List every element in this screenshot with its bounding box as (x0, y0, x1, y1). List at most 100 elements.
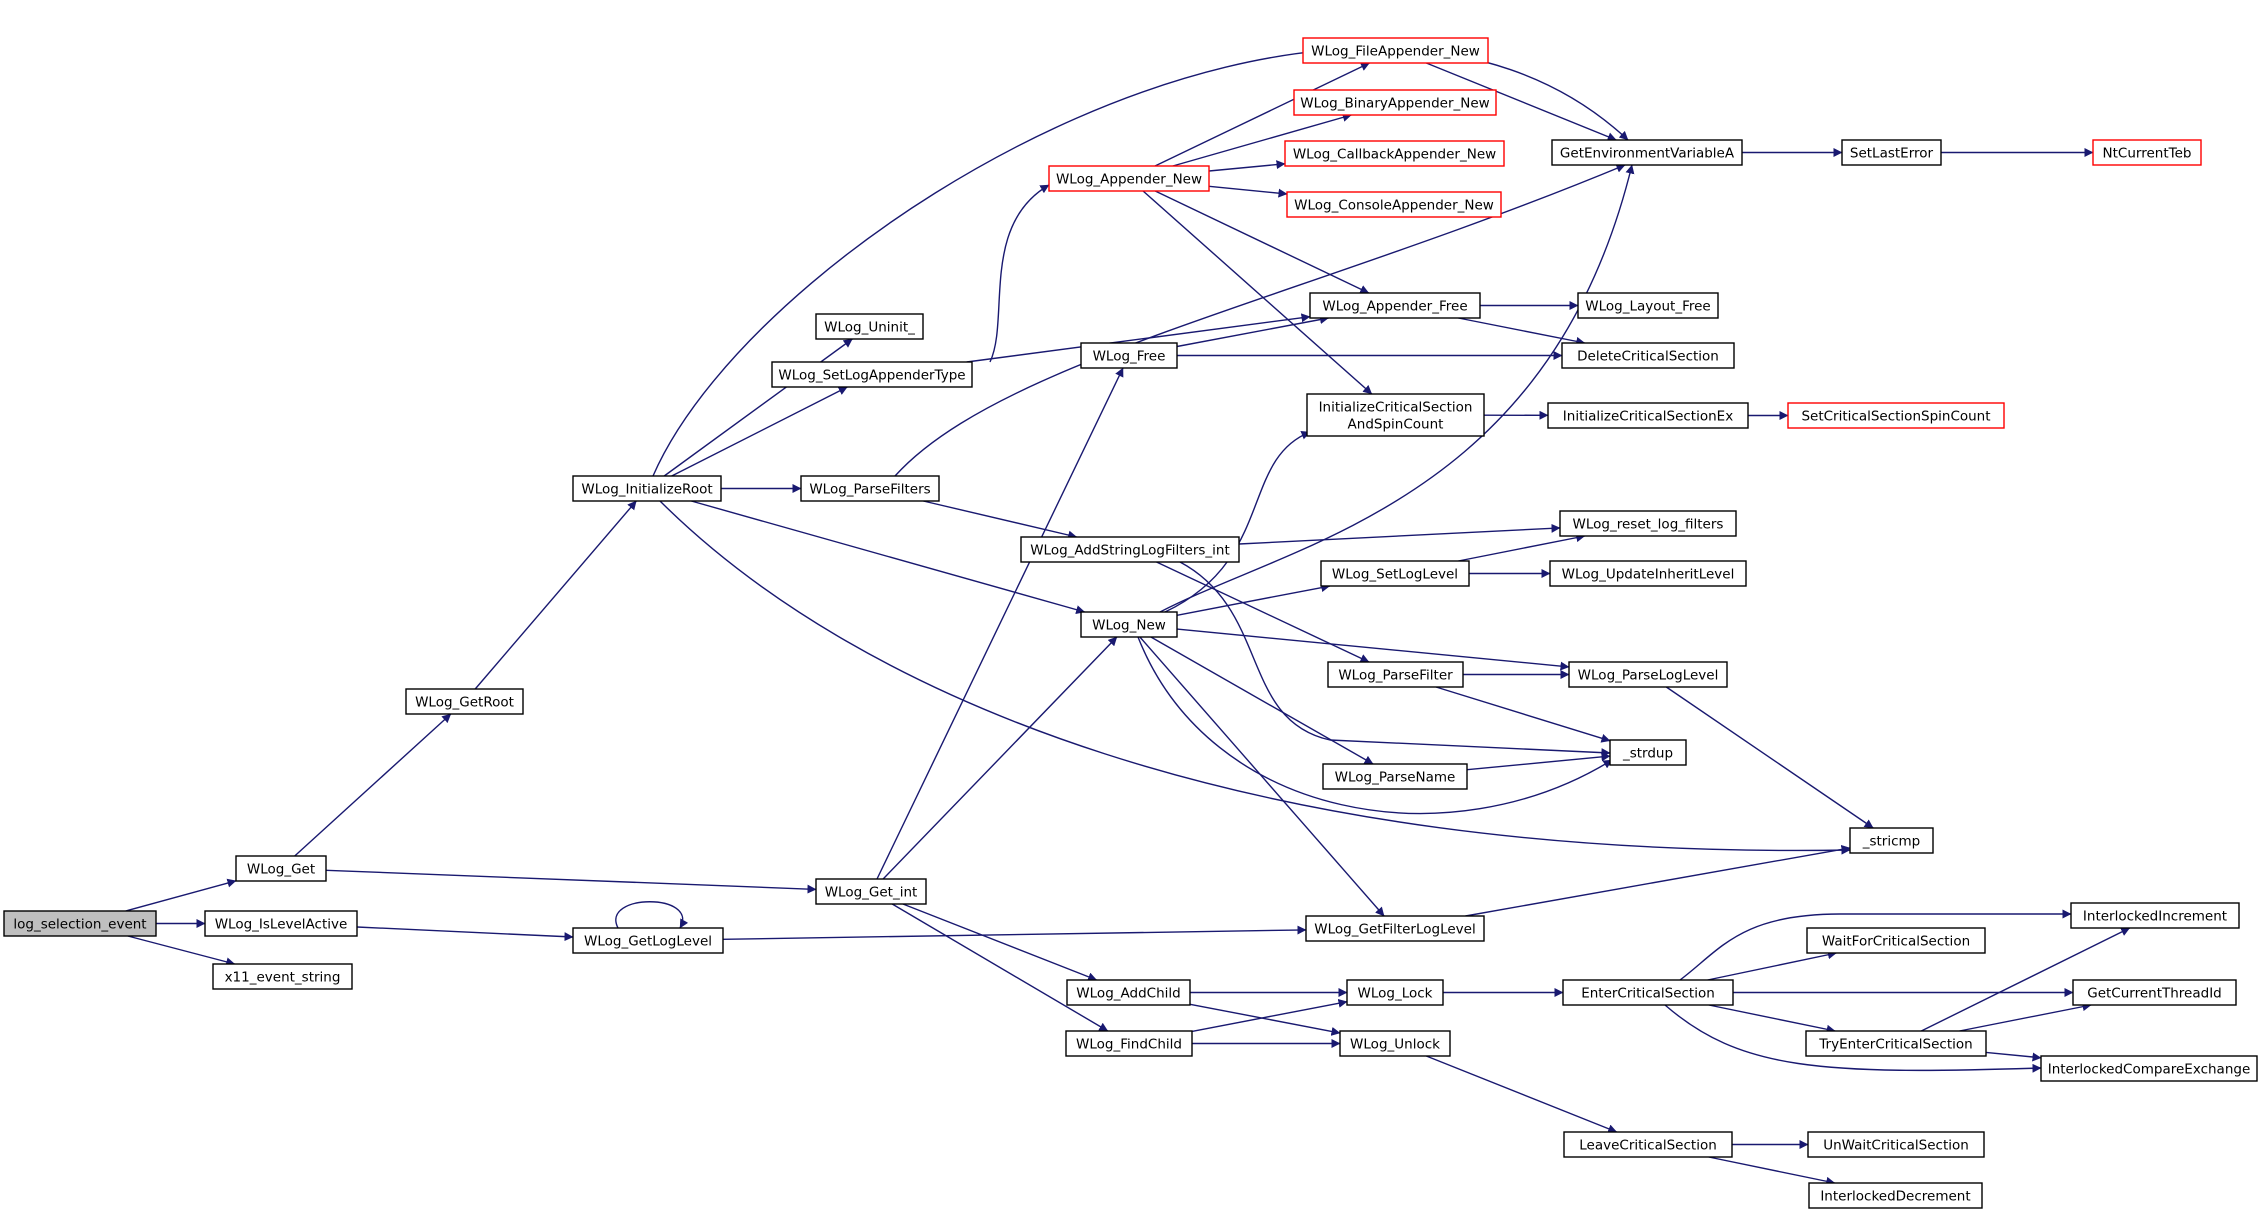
node-WLog_Appender_Free[interactable]: WLog_Appender_Free (1309, 292, 1481, 319)
node-box (1806, 927, 1986, 954)
node-TryEnterCriticalSection[interactable]: TryEnterCriticalSection (1805, 1030, 1987, 1057)
edge-WLog_Appender_New-to-WLog_Appender_Free (1154, 190, 1370, 294)
node-label: WaitForCriticalSection (1822, 934, 1970, 950)
node-WLog_GetLogLevel[interactable]: WLog_GetLogLevel (572, 927, 724, 954)
node-WLog_GetFilterLogLevel[interactable]: WLog_GetFilterLogLevel (1305, 915, 1485, 942)
node-box (1302, 37, 1489, 64)
node-label: UnWaitCriticalSection (1823, 1138, 1969, 1154)
node-label: LeaveCriticalSection (1579, 1138, 1717, 1154)
node-InterlockedCompareExchange[interactable]: InterlockedCompareExchange (2040, 1055, 2258, 1082)
node-InitializeCriticalSectionEx[interactable]: InitializeCriticalSectionEx (1547, 402, 1749, 429)
node-InterlockedIncrement[interactable]: InterlockedIncrement (2070, 902, 2240, 929)
edge-WLog_Get_int-to-WLog_New (882, 636, 1118, 880)
node-box (2092, 139, 2202, 166)
node-label: WLog_InitializeRoot (581, 482, 712, 498)
edge-log_selection_event-to-WLog_Get (125, 878, 237, 912)
node-box (1805, 1030, 1987, 1057)
node-label: WLog_New (1092, 618, 1166, 634)
node-box (2070, 902, 2240, 929)
node-WLog_ParseFilters[interactable]: WLog_ParseFilters (800, 475, 940, 502)
node-box (1841, 139, 1942, 166)
node-GetCurrentThreadId[interactable]: GetCurrentThreadId (2072, 979, 2237, 1006)
node-label: WLog_AddStringLogFilters_int (1030, 543, 1230, 559)
node-WLog_Get_int[interactable]: WLog_Get_int (815, 878, 927, 905)
node-WLog_GetRoot[interactable]: WLog_GetRoot (405, 688, 524, 715)
node-WaitForCriticalSection[interactable]: WaitForCriticalSection (1806, 927, 1986, 954)
edge-WLog_Unlock-to-LeaveCriticalSection (1426, 1055, 1618, 1134)
node-DeleteCriticalSection[interactable]: DeleteCriticalSection (1561, 342, 1735, 369)
node-label: NtCurrentTeb (2103, 146, 2192, 162)
node-WLog_SetLogAppenderType[interactable]: WLog_SetLogAppenderType (771, 361, 973, 388)
node-WLog_ParseFilter[interactable]: WLog_ParseFilter (1327, 661, 1464, 688)
edge-WLog_Appender_New-to-WLog_FileAppender_New (1154, 62, 1370, 167)
node-WLog_InitializeRoot[interactable]: WLog_InitializeRoot (572, 475, 722, 502)
node-WLog_BinaryAppender_New[interactable]: WLog_BinaryAppender_New (1293, 89, 1497, 116)
edge-WLog_InitializeRoot-to-WLog_SetLogAppenderType (671, 386, 848, 477)
edge-LeaveCriticalSection-to-InterlockedDecrement (1708, 1156, 1836, 1186)
node-GetEnvironmentVariableA[interactable]: GetEnvironmentVariableA (1551, 139, 1743, 166)
node-WLog_FileAppender_New[interactable]: WLog_FileAppender_New (1302, 37, 1489, 64)
node-SetLastError[interactable]: SetLastError (1841, 139, 1942, 166)
node-label: InitializeCriticalSectionEx (1563, 409, 1733, 425)
edge-EnterCriticalSection-to-InterlockedCompareExchange (1664, 1004, 2042, 1073)
node-label: WLog_ParseLogLevel (1578, 668, 1719, 684)
edge-EnterCriticalSection-to-WaitForCriticalSection (1707, 950, 1837, 981)
call-edges (125, 47, 2131, 1186)
node-WLog_Get[interactable]: WLog_Get (235, 855, 327, 882)
node-WLog_FindChild[interactable]: WLog_FindChild (1065, 1030, 1193, 1057)
node-WLog_CallbackAppender_New[interactable]: WLog_CallbackAppender_New (1284, 140, 1505, 167)
node-box (2040, 1055, 2258, 1082)
node-WLog_reset_log_filters[interactable]: WLog_reset_log_filters (1559, 510, 1737, 537)
node-UnWaitCriticalSection[interactable]: UnWaitCriticalSection (1807, 1131, 1985, 1158)
edge-WLog_InitializeRoot-to-_stricmp (659, 500, 1851, 855)
node-label: DeleteCriticalSection (1577, 349, 1719, 365)
node-WLog_Appender_New[interactable]: WLog_Appender_New (1048, 165, 1210, 192)
node-label: _stricmp (1862, 834, 1921, 850)
node-WLog_SetLogLevel[interactable]: WLog_SetLogLevel (1320, 560, 1470, 587)
edge-WLog_New-to-WLog_SetLogLevel (1176, 583, 1331, 616)
node-WLog_New[interactable]: WLog_New (1080, 611, 1178, 638)
node-label: WLog_GetRoot (415, 695, 514, 711)
node-WLog_Lock[interactable]: WLog_Lock (1346, 979, 1444, 1006)
node-WLog_ConsoleAppender_New[interactable]: WLog_ConsoleAppender_New (1286, 191, 1502, 218)
edge-WLog_AddStringLogFilters_int-to-WLog_ParseFilter (1156, 561, 1370, 663)
node-LeaveCriticalSection[interactable]: LeaveCriticalSection (1563, 1131, 1733, 1158)
node-label: GetCurrentThreadId (2087, 986, 2222, 1002)
edge-EnterCriticalSection-to-TryEnterCriticalSection (1708, 1004, 1836, 1034)
node-WLog_AddChild[interactable]: WLog_AddChild (1066, 979, 1191, 1006)
node-WLog_ParseLogLevel[interactable]: WLog_ParseLogLevel (1568, 661, 1728, 688)
node-box (204, 910, 358, 937)
node-WLog_AddStringLogFilters_int[interactable]: WLog_AddStringLogFilters_int (1020, 536, 1240, 563)
edge-WLog_Get_int-to-WLog_AddChild (902, 903, 1098, 982)
node-box (1562, 979, 1734, 1006)
node-NtCurrentTeb[interactable]: NtCurrentTeb (2092, 139, 2202, 166)
node-x11_event_string[interactable]: x11_event_string (212, 963, 353, 990)
node-_strdup[interactable]: _strdup (1609, 739, 1687, 766)
edge-WLog_Appender_New-to-InitializeCriticalSectionAndSpinCount (1142, 190, 1373, 395)
node-SetCriticalSectionSpinCount[interactable]: SetCriticalSectionSpinCount (1787, 402, 2005, 429)
node-label: WLog_CallbackAppender_New (1293, 147, 1496, 163)
node-box (212, 963, 353, 990)
node-_stricmp[interactable]: _stricmp (1849, 827, 1934, 854)
node-label: WLog_Lock (1358, 986, 1433, 1002)
node-WLog_Uninit_[interactable]: WLog_Uninit_ (815, 313, 924, 340)
node-WLog_UpdateInheritLevel[interactable]: WLog_UpdateInheritLevel (1549, 560, 1747, 587)
node-WLog_Layout_Free[interactable]: WLog_Layout_Free (1577, 292, 1719, 319)
node-WLog_Free[interactable]: WLog_Free (1080, 342, 1178, 369)
node-log_selection_event[interactable]: log_selection_event (3, 910, 157, 937)
node-box (572, 475, 722, 502)
node-label: InterlockedDecrement (1820, 1189, 1970, 1205)
edge-WLog_Appender_New-to-WLog_CallbackAppender_New (1208, 160, 1286, 172)
node-WLog_IsLevelActive[interactable]: WLog_IsLevelActive (204, 910, 358, 937)
edge-WLog_SetLogAppenderType-to-WLog_Appender_Free (966, 313, 1311, 363)
node-box (1568, 661, 1728, 688)
node-label: WLog_ConsoleAppender_New (1294, 198, 1494, 214)
edge-TryEnterCriticalSection-to-GetCurrentThreadId (1959, 1002, 2092, 1032)
node-WLog_ParseName[interactable]: WLog_ParseName (1322, 763, 1468, 790)
node-label: WLog_GetFilterLogLevel (1314, 922, 1475, 938)
node-WLog_Unlock[interactable]: WLog_Unlock (1339, 1030, 1451, 1057)
node-InterlockedDecrement[interactable]: InterlockedDecrement (1808, 1182, 1983, 1209)
edge-WLog_ParseName-to-_strdup (1466, 752, 1611, 771)
node-EnterCriticalSection[interactable]: EnterCriticalSection (1562, 979, 1734, 1006)
